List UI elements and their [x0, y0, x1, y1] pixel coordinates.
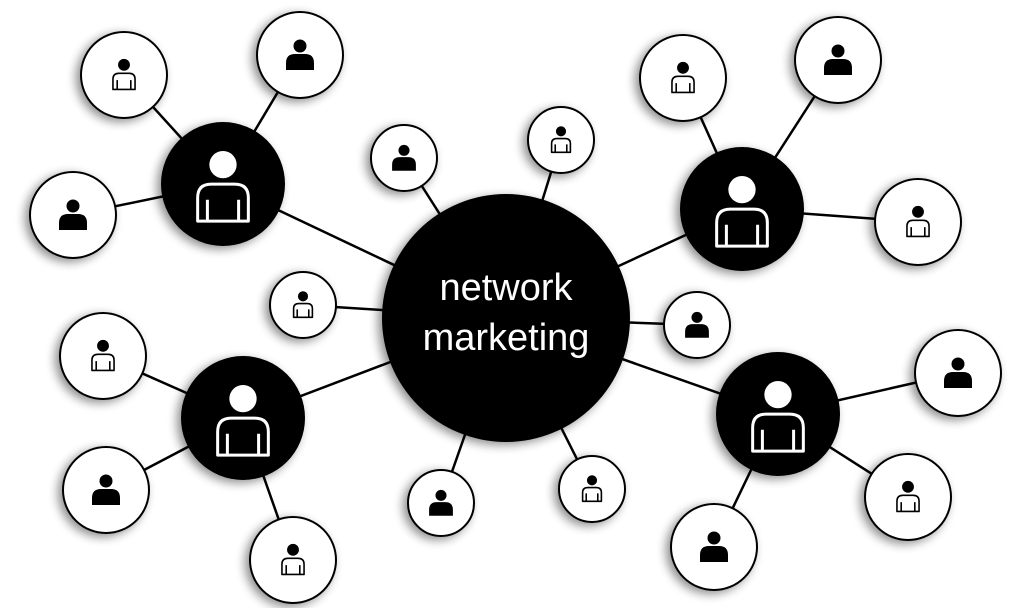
person-solid-icon — [392, 144, 416, 171]
person-solid-icon — [92, 474, 120, 505]
leaf-node-9 — [249, 516, 337, 604]
hub-node-3 — [181, 356, 305, 480]
leaf-circle — [527, 106, 595, 174]
center-label-line2: marketing — [423, 317, 590, 359]
leaf-circle — [249, 516, 337, 604]
person-outline-icon — [896, 480, 920, 513]
person-solid-icon — [824, 44, 852, 75]
leaf-node-16 — [663, 291, 731, 359]
leaf-node-18 — [558, 455, 626, 523]
person-outline-icon — [281, 543, 305, 576]
person-outline-icon — [715, 175, 769, 248]
leaf-node-14 — [527, 106, 595, 174]
leaf-circle — [269, 271, 337, 339]
leaf-circle — [80, 31, 168, 119]
person-outline-icon — [906, 205, 930, 238]
person-outline-icon — [112, 58, 136, 91]
leaf-circle — [59, 312, 147, 400]
person-outline-icon — [581, 475, 603, 503]
leaf-node-11 — [864, 453, 952, 541]
center-circle — [382, 194, 630, 442]
person-outline-icon — [196, 150, 250, 223]
person-solid-icon — [685, 311, 709, 338]
person-outline-icon — [292, 291, 314, 319]
person-outline-icon — [550, 126, 572, 154]
leaf-node-15 — [269, 271, 337, 339]
leaf-node-12 — [670, 503, 758, 591]
leaf-node-10 — [914, 329, 1002, 417]
nodes — [29, 11, 1002, 604]
center-node: network marketing — [382, 194, 630, 442]
leaf-node-13 — [370, 124, 438, 192]
leaf-node-2 — [256, 11, 344, 99]
leaf-node-17 — [407, 469, 475, 537]
leaf-circle — [558, 455, 626, 523]
leaf-node-5 — [794, 16, 882, 104]
leaf-circle — [639, 34, 727, 122]
hub-node-4 — [716, 352, 840, 476]
leaf-node-4 — [639, 34, 727, 122]
person-solid-icon — [429, 489, 453, 516]
person-outline-icon — [216, 384, 270, 457]
person-outline-icon — [671, 61, 695, 94]
person-solid-icon — [286, 39, 314, 70]
leaf-node-3 — [29, 171, 117, 259]
center-label-line1: network — [439, 267, 573, 309]
hub-node-1 — [161, 122, 285, 246]
leaf-circle — [864, 453, 952, 541]
person-solid-icon — [59, 199, 87, 230]
person-solid-icon — [944, 357, 972, 388]
leaf-circle — [874, 178, 962, 266]
leaf-node-1 — [80, 31, 168, 119]
leaf-node-8 — [62, 446, 150, 534]
person-outline-icon — [91, 339, 115, 372]
person-solid-icon — [700, 531, 728, 562]
hub-node-2 — [680, 147, 804, 271]
leaf-node-6 — [874, 178, 962, 266]
person-outline-icon — [751, 380, 805, 453]
leaf-node-7 — [59, 312, 147, 400]
